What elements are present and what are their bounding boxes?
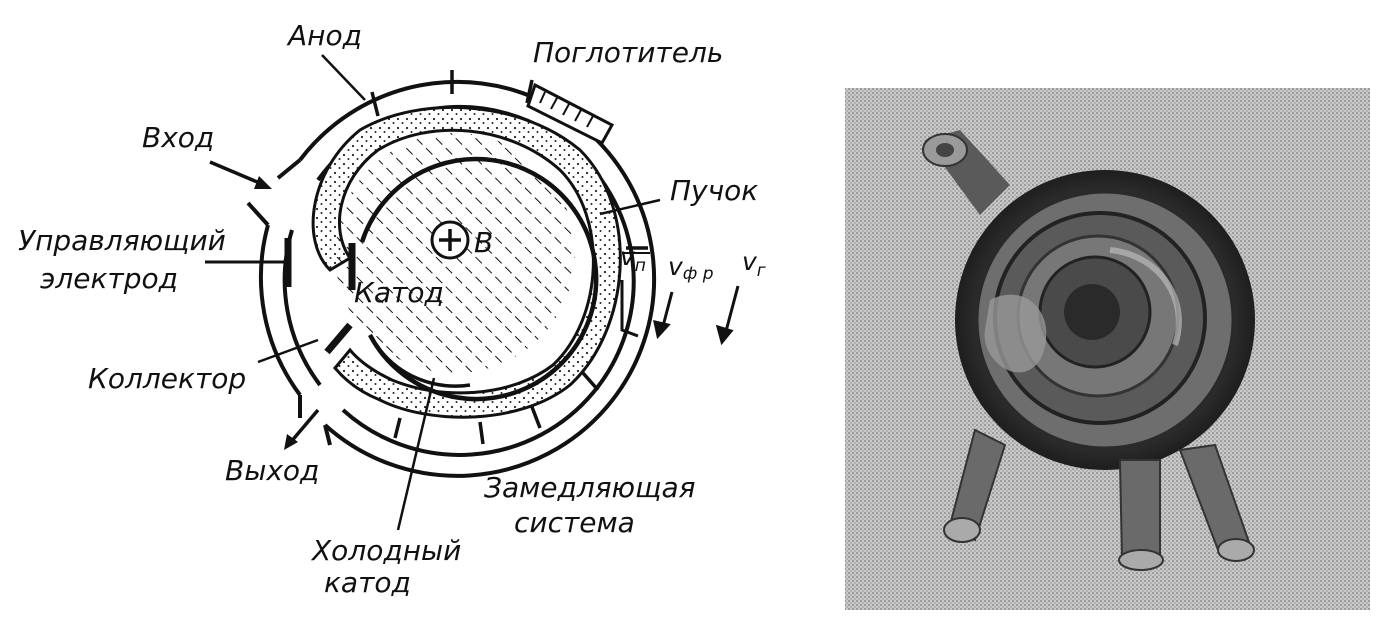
ring-ticks	[370, 70, 648, 445]
label-slowing-system-2: система	[514, 506, 635, 539]
input-arrow	[209, 160, 272, 189]
label-input: Вход	[142, 121, 214, 154]
device-photo	[845, 88, 1370, 610]
device-schematic: Анод Поглотитель Вход Пучок Управляющий …	[18, 19, 766, 599]
label-anode: Анод	[286, 19, 362, 52]
absorber-block	[526, 82, 615, 145]
photo-connectors-bottom	[943, 428, 1255, 571]
label-v-g: vг	[742, 247, 766, 281]
label-slowing-system-1: Замедляющая	[484, 471, 696, 504]
label-field-b: B	[474, 226, 493, 259]
label-v-p: vп	[620, 242, 646, 276]
velocity-arrows	[620, 280, 740, 346]
photo-connector-top	[922, 130, 1010, 215]
label-output: Выход	[225, 454, 319, 487]
collector-plate	[324, 322, 353, 355]
electron-beam	[311, 105, 622, 419]
label-control-electrode-2: электрод	[40, 262, 178, 295]
label-cold-cathode-2: катод	[324, 566, 411, 599]
label-v-fr: vф р	[668, 252, 714, 284]
label-collector: Коллектор	[88, 362, 246, 395]
label-absorber: Поглотитель	[533, 36, 723, 69]
label-cathode: Катод	[354, 276, 444, 309]
anode-outer-ring	[298, 79, 657, 478]
label-control-electrode-1: Управляющий	[18, 224, 226, 257]
output-arrow	[284, 408, 320, 450]
magnetic-field-symbol	[430, 220, 470, 260]
label-cold-cathode-1: Холодный	[310, 534, 461, 567]
label-beam: Пучок	[670, 174, 758, 207]
